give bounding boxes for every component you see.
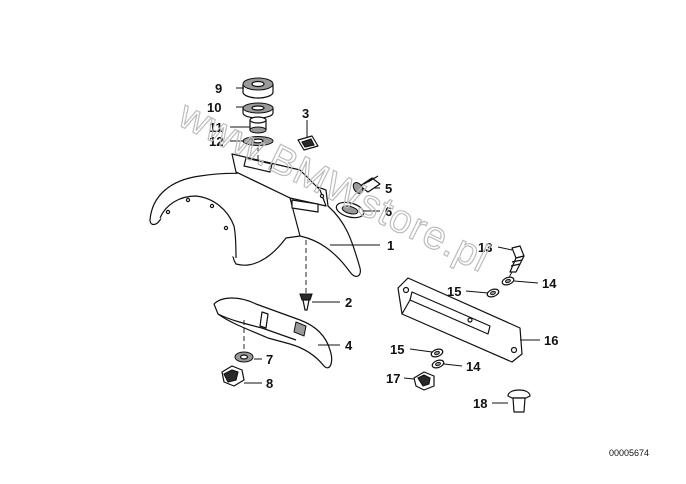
callout-17: 17: [386, 371, 400, 386]
washer-15-lower: [430, 348, 444, 358]
bracket-4: [213, 297, 333, 369]
screw-5: [352, 175, 381, 194]
clip-nut-3: [297, 135, 319, 151]
callout-13: 13: [478, 240, 492, 255]
washer-7: [234, 351, 254, 363]
rubber-buffer-9: [242, 77, 274, 99]
screw-2: [299, 293, 313, 311]
callout-15a: 15: [447, 284, 461, 299]
washer-14-upper: [501, 276, 515, 286]
callout-12: 12: [209, 134, 223, 149]
leader-lines: [230, 87, 540, 404]
callout-2: 2: [345, 295, 352, 310]
callout-14a: 14: [542, 276, 557, 291]
callout-11: 11: [209, 120, 223, 135]
license-plate-bracket-16: [397, 277, 523, 363]
callout-9: 9: [215, 81, 222, 96]
washer-14-lower: [431, 359, 445, 369]
callout-18: 18: [473, 396, 487, 411]
document-number: 00005674: [609, 448, 649, 458]
callout-3: 3: [302, 106, 309, 121]
washer-12: [242, 136, 274, 146]
grommet-6: [335, 201, 365, 219]
rear-mudguard-1: [149, 153, 361, 277]
callout-5: 5: [385, 181, 392, 196]
washer-10: [242, 102, 274, 119]
callout-14b: 14: [466, 359, 481, 374]
bushing-11: [249, 116, 267, 134]
plastic-rivet-18: [507, 389, 531, 413]
nut-8: [221, 365, 245, 387]
callout-1: 1: [387, 238, 394, 253]
callout-6: 6: [385, 204, 392, 219]
callout-16: 16: [544, 333, 558, 348]
nut-17: [413, 371, 435, 391]
bolt-13: [509, 245, 525, 273]
callout-7: 7: [266, 352, 273, 367]
washer-15-upper: [486, 288, 500, 298]
callout-4: 4: [345, 338, 353, 353]
callout-8: 8: [266, 376, 273, 391]
callout-15b: 15: [390, 342, 404, 357]
callout-10: 10: [207, 100, 221, 115]
